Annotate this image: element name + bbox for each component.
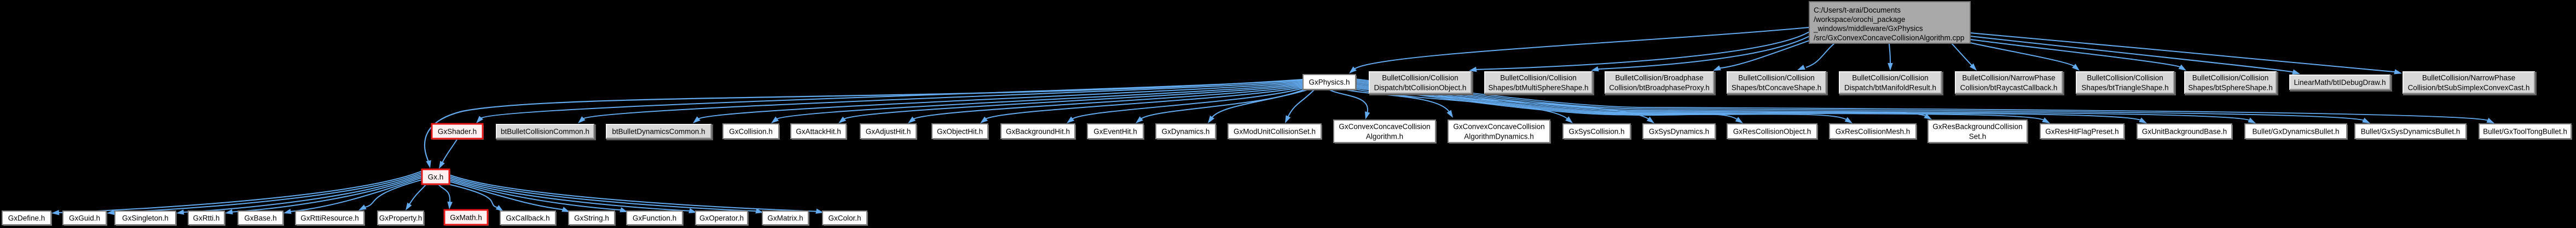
svg-text:GxBackgroundHit.h: GxBackgroundHit.h: [1006, 128, 1070, 136]
svg-text:GxAdjustHit.h: GxAdjustHit.h: [866, 128, 911, 136]
svg-text:BulletCollision/Collision: BulletCollision/Collision: [1382, 74, 1458, 82]
svg-text:Bullet/GxSysDynamicsBullet.h: Bullet/GxSysDynamicsBullet.h: [2361, 128, 2461, 136]
svg-text:GxSysCollision.h: GxSysCollision.h: [1568, 128, 1624, 136]
svg-text:GxPhysics.h: GxPhysics.h: [1309, 78, 1350, 87]
svg-text:BulletCollision/Collision: BulletCollision/Collision: [1500, 74, 1577, 82]
svg-text:Dispatch/btManifoldResult.h: Dispatch/btManifoldResult.h: [1844, 84, 1936, 92]
svg-text:GxRtti.h: GxRtti.h: [193, 214, 220, 223]
svg-text:GxConvexConcaveCollision: GxConvexConcaveCollision: [1453, 123, 1544, 131]
svg-text:GxShader.h: GxShader.h: [438, 128, 477, 136]
svg-text:Bullet/GxDynamicsBullet.h: Bullet/GxDynamicsBullet.h: [2252, 128, 2339, 136]
svg-text:GxProperty.h: GxProperty.h: [379, 214, 422, 223]
svg-text:GxDynamics.h: GxDynamics.h: [1162, 128, 1210, 136]
svg-text:GxObjectHit.h: GxObjectHit.h: [937, 128, 983, 136]
svg-text:GxModUnitCollisionSet.h: GxModUnitCollisionSet.h: [1234, 128, 1316, 136]
svg-text:BulletCollision/Collision: BulletCollision/Collision: [1738, 74, 1815, 82]
svg-text:GxSysDynamics.h: GxSysDynamics.h: [1649, 128, 1709, 136]
svg-text:/src/GxConvexConcaveCollisionA: /src/GxConvexConcaveCollisionAlgorithm.c…: [1814, 33, 1964, 42]
svg-text:Collision/btSubSimplexConvexCa: Collision/btSubSimplexConvexCast.h: [2408, 84, 2530, 92]
svg-text:BulletCollision/Collision: BulletCollision/Collision: [2087, 74, 2163, 82]
svg-text:BulletCollision/NarrowPhase: BulletCollision/NarrowPhase: [1962, 74, 2055, 82]
svg-text:Shapes/btConcaveShape.h: Shapes/btConcaveShape.h: [1732, 84, 1821, 92]
svg-text:Collision/btRaycastCallback.h: Collision/btRaycastCallback.h: [1960, 84, 2058, 92]
svg-text:Bullet/GxToolTongBullet.h: Bullet/GxToolTongBullet.h: [2483, 128, 2567, 136]
svg-text:C:/Users/t-arai/Documents: C:/Users/t-arai/Documents: [1814, 6, 1901, 14]
svg-text:BulletCollision/Collision: BulletCollision/Collision: [2192, 74, 2269, 82]
svg-text:BulletCollision/Collision: BulletCollision/Collision: [1852, 74, 1929, 82]
svg-text:GxResBackgroundCollision: GxResBackgroundCollision: [1932, 123, 2022, 131]
svg-text:GxResHitFlagPreset.h: GxResHitFlagPreset.h: [2045, 128, 2118, 136]
svg-text:GxMath.h: GxMath.h: [450, 214, 482, 222]
svg-text:Algorithm.h: Algorithm.h: [1366, 133, 1403, 141]
svg-text:GxCallback.h: GxCallback.h: [506, 214, 549, 223]
svg-text:Shapes/btMultiSphereShape.h: Shapes/btMultiSphereShape.h: [1488, 84, 1588, 92]
svg-text:/workspace/orochi_package: /workspace/orochi_package: [1814, 15, 1905, 24]
svg-text:GxString.h: GxString.h: [574, 214, 609, 223]
svg-text:GxBase.h: GxBase.h: [244, 214, 276, 223]
svg-text:GxConvexConcaveCollision: GxConvexConcaveCollision: [1339, 123, 1430, 131]
svg-text:GxAttackHit.h: GxAttackHit.h: [796, 128, 841, 136]
svg-text:GxFunction.h: GxFunction.h: [633, 214, 676, 223]
svg-text:LinearMath/btIDebugDraw.h: LinearMath/btIDebugDraw.h: [2294, 78, 2386, 87]
svg-text:GxUnitBackgroundBase.h: GxUnitBackgroundBase.h: [2142, 128, 2227, 136]
svg-text:GxColor.h: GxColor.h: [828, 214, 861, 223]
svg-text:Dispatch/btCollisionObject.h: Dispatch/btCollisionObject.h: [1374, 84, 1467, 92]
svg-text:_windows/middleware/GxPhysics: _windows/middleware/GxPhysics: [1813, 25, 1923, 33]
svg-text:GxRttiResource.h: GxRttiResource.h: [300, 214, 359, 223]
svg-text:GxResCollisionObject.h: GxResCollisionObject.h: [1733, 128, 1811, 136]
svg-text:GxOperator.h: GxOperator.h: [699, 214, 744, 223]
svg-text:GxEventHit.h: GxEventHit.h: [1093, 128, 1137, 136]
svg-text:GxCollision.h: GxCollision.h: [729, 128, 773, 136]
svg-text:btBulletDynamicsCommon.h: btBulletDynamicsCommon.h: [612, 128, 705, 136]
svg-text:Shapes/btTriangleShape.h: Shapes/btTriangleShape.h: [2081, 84, 2168, 92]
svg-text:GxMatrix.h: GxMatrix.h: [767, 214, 803, 223]
svg-text:GxGuid.h: GxGuid.h: [69, 214, 100, 223]
svg-text:BulletCollision/Broadphase: BulletCollision/Broadphase: [1615, 74, 1703, 82]
svg-text:btBulletCollisionCommon.h: btBulletCollisionCommon.h: [501, 128, 589, 136]
svg-text:AlgorithmDynamics.h: AlgorithmDynamics.h: [1464, 133, 1534, 141]
svg-text:GxResCollisionMesh.h: GxResCollisionMesh.h: [1836, 128, 1911, 136]
svg-text:Gx.h: Gx.h: [428, 173, 444, 181]
svg-text:BulletCollision/NarrowPhase: BulletCollision/NarrowPhase: [2422, 74, 2515, 82]
svg-text:Set.h: Set.h: [1969, 133, 1987, 141]
svg-text:Collision/btBroadphaseProxy.h: Collision/btBroadphaseProxy.h: [1609, 84, 1710, 92]
svg-text:GxSingleton.h: GxSingleton.h: [122, 214, 169, 223]
svg-text:GxDefine.h: GxDefine.h: [8, 214, 45, 223]
svg-text:Shapes/btSphereShape.h: Shapes/btSphereShape.h: [2188, 84, 2273, 92]
